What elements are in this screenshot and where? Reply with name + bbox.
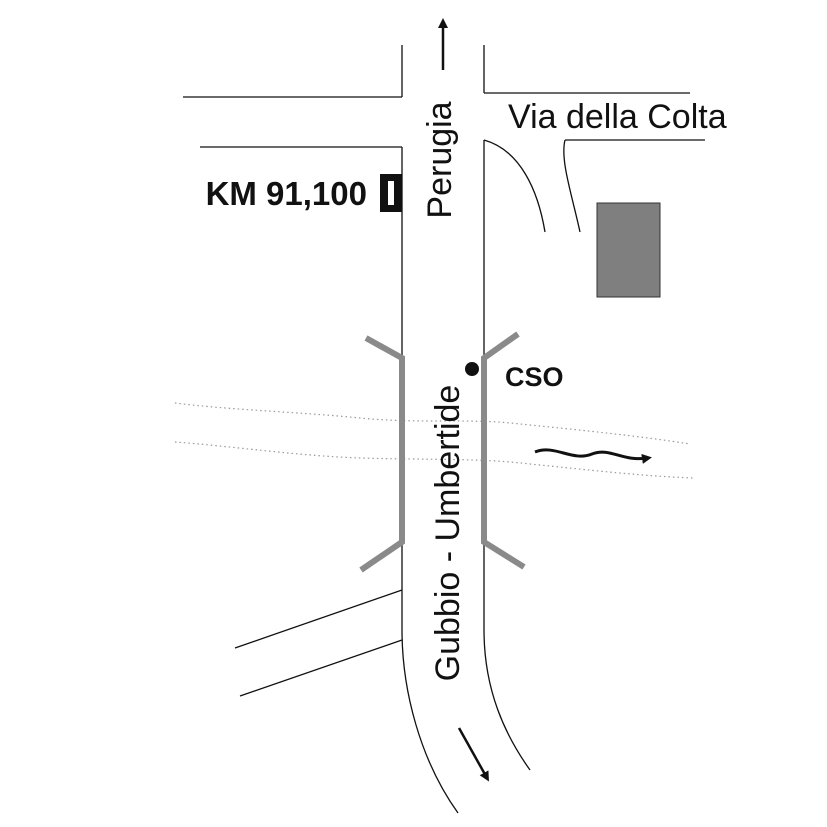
km-marker-label: KM 91,100 [206, 175, 367, 212]
bridge [359, 331, 526, 573]
west-cross-road [183, 96, 402, 148]
river-bank-north [174, 402, 691, 445]
southwest-road [234, 589, 403, 697]
via-della-colta-curve-west [483, 139, 546, 233]
building [596, 202, 661, 298]
bridge-rail-east [481, 331, 526, 570]
via-della-colta-road [483, 92, 705, 233]
bridge-rail-west [359, 335, 405, 573]
southwest-road-south-edge [239, 639, 403, 697]
south-direction-label: Gubbio - Umbertide [429, 385, 467, 682]
main-road [401, 45, 531, 814]
station-label: CSO [505, 362, 564, 392]
river-flow-arrow-icon [534, 448, 652, 464]
main-road-west-edge [401, 147, 459, 814]
north-direction-label: Perugia [421, 101, 459, 218]
side-road-label: Via della Colta [508, 98, 727, 136]
station-dot-icon [465, 362, 479, 376]
southwest-road-north-edge [234, 589, 403, 649]
main-road-east-edge [483, 140, 531, 771]
arrow-down-icon [457, 727, 489, 782]
river [174, 402, 695, 479]
via-della-colta-curve-east [563, 139, 581, 233]
km-marker-inner-icon [388, 181, 394, 205]
